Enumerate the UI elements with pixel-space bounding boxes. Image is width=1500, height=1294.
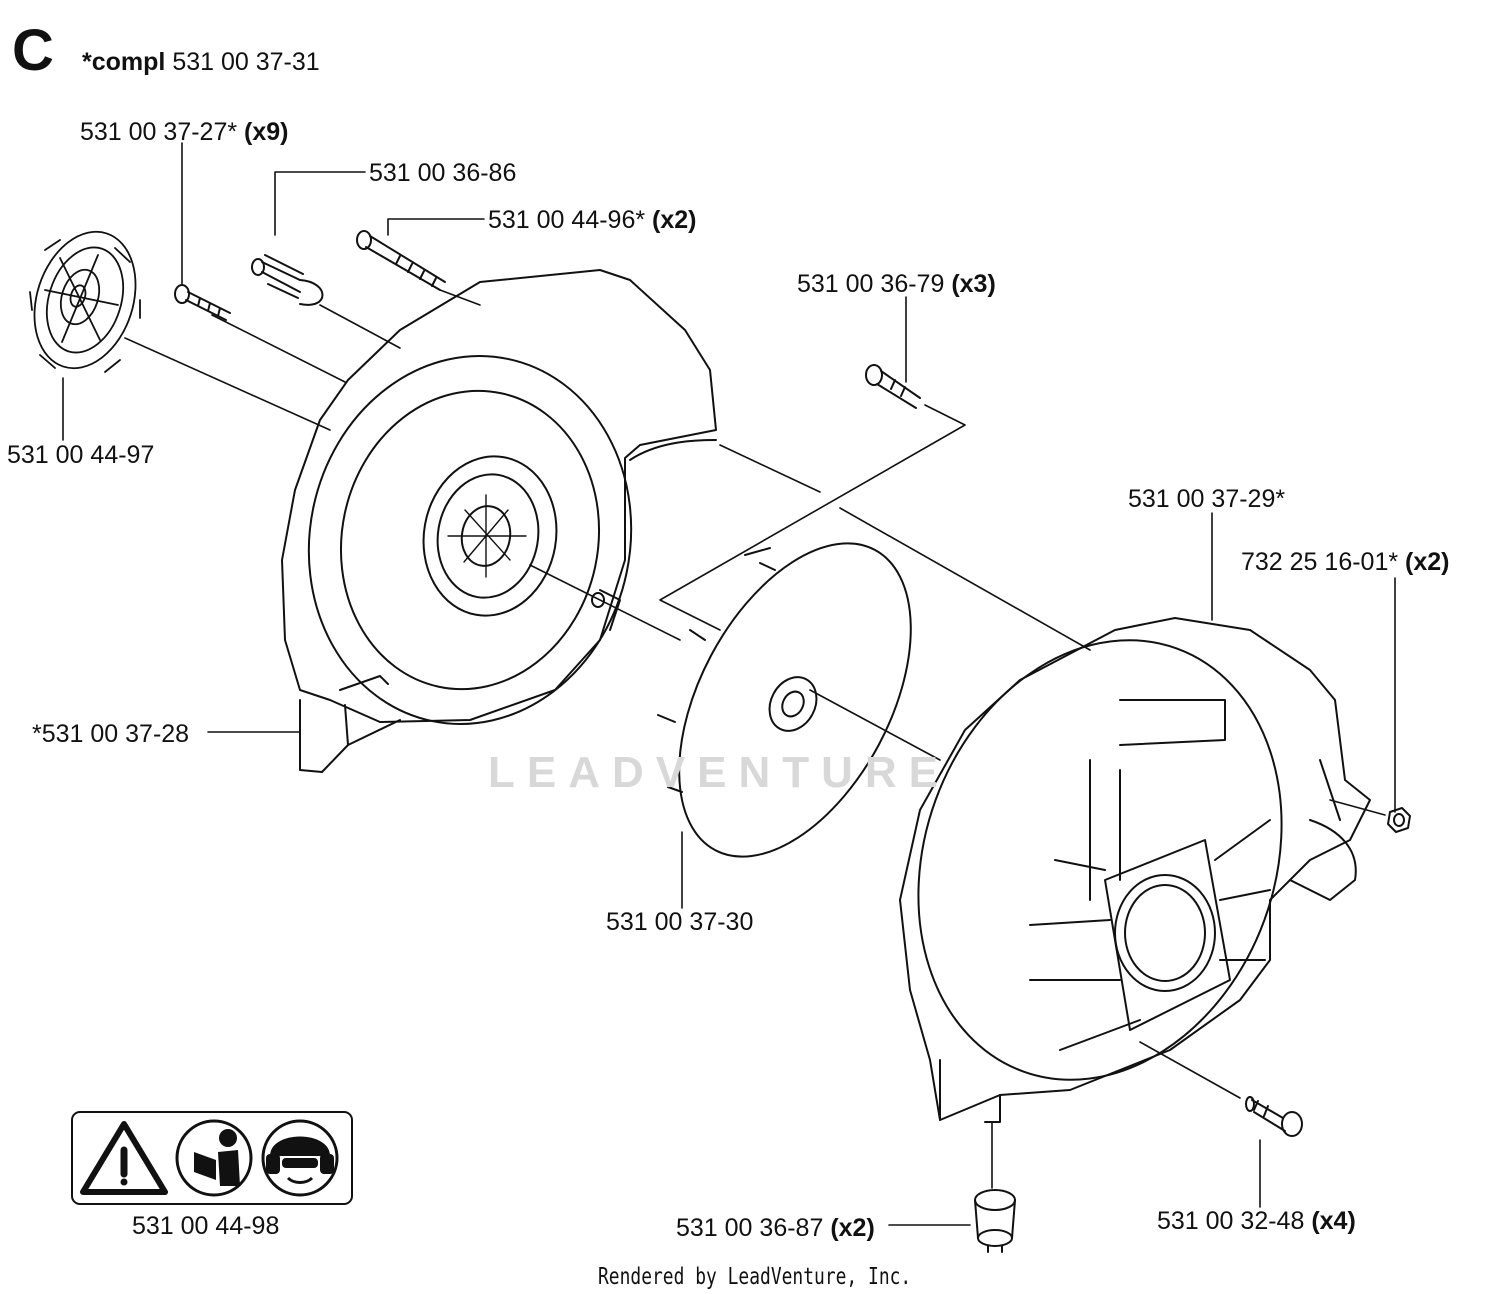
footer-credit: Rendered by LeadVenture, Inc.: [598, 1264, 912, 1290]
compl-part-number: 531 00 37-31: [172, 48, 320, 76]
read-manual-icon: [175, 1119, 253, 1197]
part-label: 531 00 37-30: [606, 908, 754, 936]
vibration-damper-part-2: [974, 1189, 1016, 1253]
complete-assembly-label: *compl 531 00 37-31: [82, 48, 320, 77]
part-label: 531 00 32-48 (x4): [1157, 1207, 1356, 1235]
screw-part-2: [356, 230, 446, 291]
part-label: 531 00 44-97: [7, 441, 155, 469]
nut-part: [1387, 807, 1411, 833]
screw-part-4: [1245, 1096, 1303, 1137]
part-label: 732 25 16-01* (x2): [1241, 548, 1450, 576]
section-letter: C: [12, 18, 54, 83]
part-label: 531 00 37-27* (x9): [80, 118, 289, 146]
part-label: 531 00 36-87 (x2): [676, 1214, 875, 1242]
part-label: 531 00 44-98: [132, 1212, 280, 1240]
fan-cover-part: [281, 269, 717, 773]
part-label: *531 00 37-28: [32, 720, 190, 748]
safety-decal: [71, 1111, 353, 1205]
ear-eye-protection-icon: [261, 1119, 339, 1197]
compl-prefix: *compl: [82, 48, 166, 76]
watermark: LEADVENTURE: [488, 748, 951, 797]
leader-lines: [62, 142, 1396, 1226]
part-label: 531 00 36-79 (x3): [797, 270, 996, 298]
impeller-part: [657, 542, 912, 858]
warning-icon: [80, 1121, 168, 1195]
part-label: 531 00 44-96* (x2): [488, 206, 697, 234]
part-label: 531 00 37-29*: [1128, 485, 1286, 513]
vibration-damper-part-1: [251, 254, 324, 306]
part-label: 531 00 36-86: [369, 159, 517, 187]
screw-part-3: [865, 364, 921, 409]
fan-housing-part: [899, 617, 1371, 1123]
screw-part-1: [174, 284, 231, 321]
starter-cup-part: [29, 230, 141, 373]
